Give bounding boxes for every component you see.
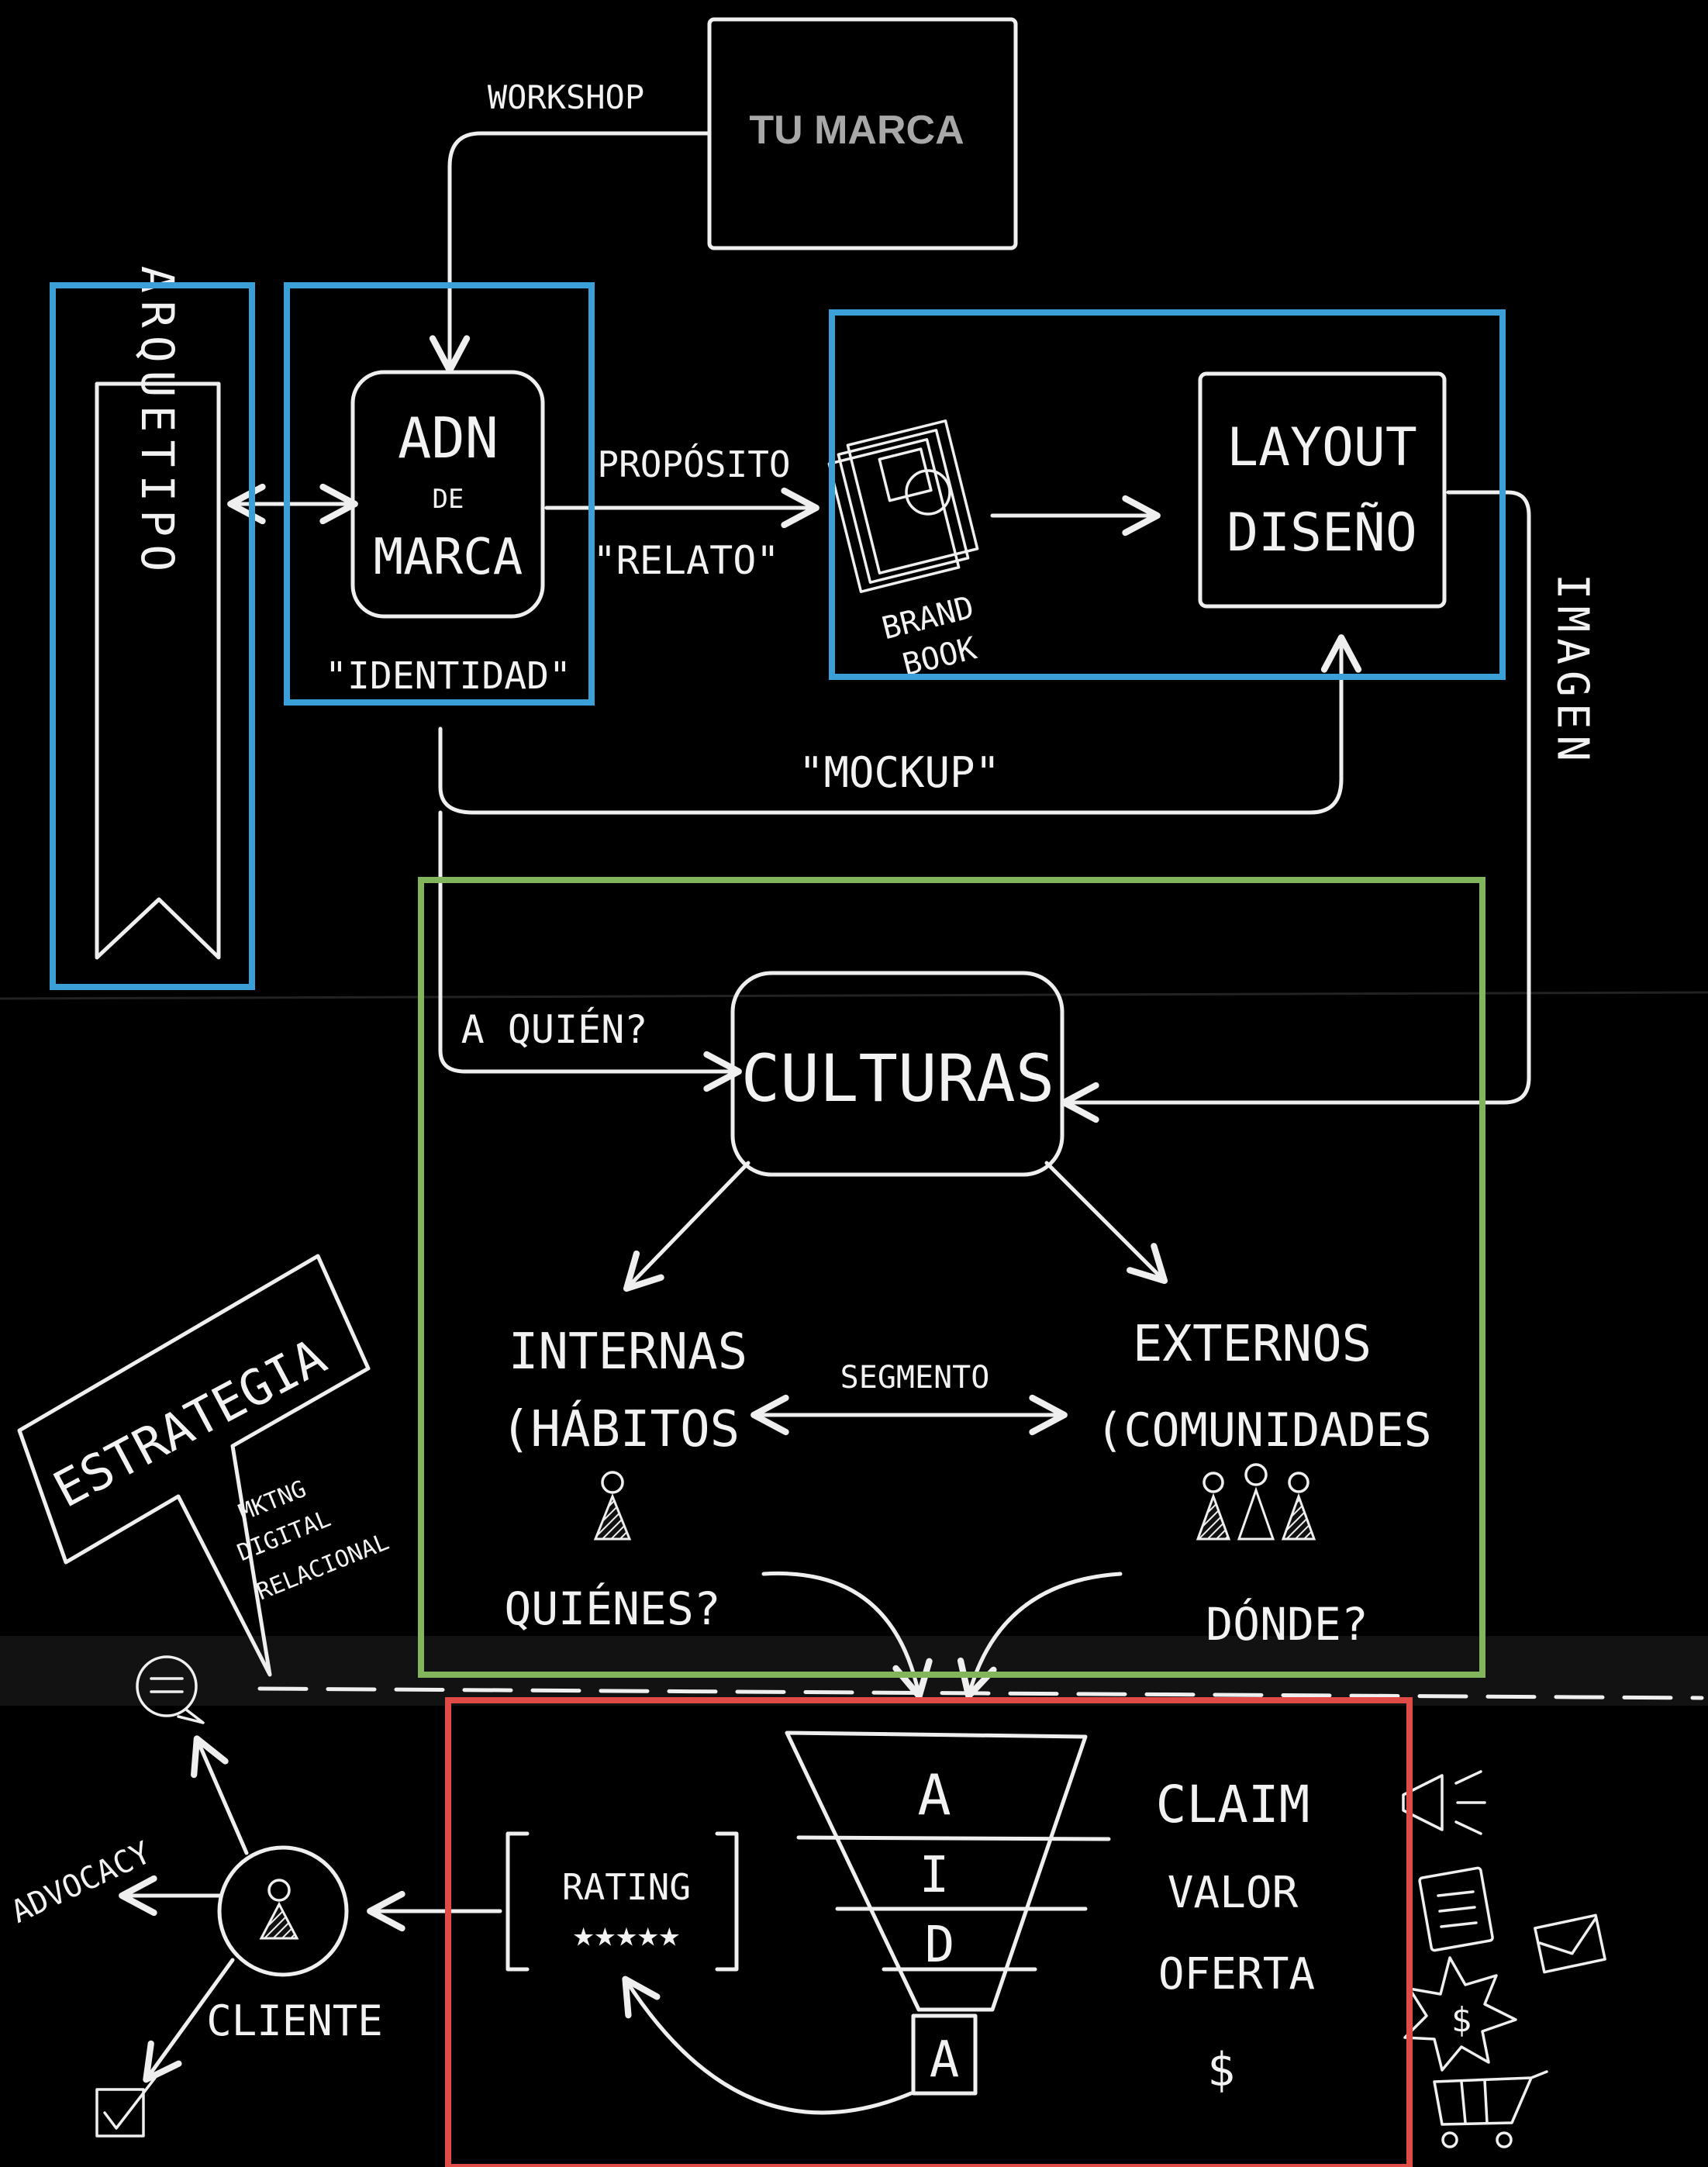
mockup-arrow	[438, 634, 1362, 815]
relato-label: "RELATO"	[593, 538, 780, 583]
price-burst-icon: $	[1403, 1956, 1517, 2072]
aida-a1: A	[917, 1762, 951, 1827]
envelope-icon	[1534, 1913, 1606, 1974]
adn-de-marca-box	[350, 370, 545, 619]
chalk-smudge	[0, 1636, 1708, 1706]
layout-line2: DISEÑO	[1227, 502, 1417, 564]
shopping-cart-icon	[1433, 2070, 1548, 2148]
identidad-label: "IDENTIDAD"	[325, 654, 571, 698]
internas-line1: INTERNAS	[509, 1323, 747, 1381]
cliente-check-arrow	[143, 1958, 235, 2083]
mockup-label: "MOCKUP"	[799, 748, 1000, 797]
funnel-divider-1	[796, 1835, 1111, 1841]
highlight-adn-de-marca	[284, 282, 595, 706]
arquetipo-label: ARQUETIPO	[131, 266, 184, 579]
adn-label-line2: DE	[433, 484, 464, 515]
layout-diseno-box	[1198, 371, 1447, 609]
culturas-label: CULTURAS	[741, 1040, 1055, 1116]
culturas-box	[730, 971, 1064, 1177]
people-group-icon	[1196, 1463, 1316, 1541]
imagen-label: IMAGEN	[1548, 574, 1598, 768]
highlight-conversion	[445, 1697, 1413, 2167]
proposito-label: PROPÓSITO	[597, 443, 790, 485]
workshop-label: WORKSHOP	[488, 78, 644, 116]
cliente-circle	[217, 1845, 349, 1977]
highlight-arquetipo	[50, 282, 255, 990]
advocacy-label: ADVOCACY	[5, 1835, 156, 1931]
externos-line2: (COMUNIDADES	[1096, 1403, 1431, 1458]
person-icon	[593, 1471, 632, 1541]
a-quien-arrow	[438, 810, 742, 1092]
cliente-chat-arrow	[191, 1735, 249, 1855]
document-icon	[1418, 1866, 1494, 1952]
svg-text:$: $	[1451, 2000, 1472, 2040]
cliente-person-icon	[259, 1879, 299, 1940]
funnel-rating-curve	[622, 1975, 913, 2115]
rating-bracket-right	[715, 1831, 739, 1972]
highlight-culturas	[418, 877, 1485, 1678]
internas-funnel-curve	[761, 1571, 933, 1699]
oferta-label: OFERTA	[1158, 1949, 1315, 2000]
layout-line1: LAYOUT	[1227, 417, 1417, 478]
culturas-externos-arrow	[1044, 1161, 1168, 1285]
rating-stars: ★★★★★	[573, 1913, 680, 1955]
rating-bracket-left	[505, 1831, 530, 1972]
workshop-arrow	[429, 131, 712, 374]
aida-d: D	[925, 1917, 955, 1974]
checkbox-icon	[95, 2076, 157, 2138]
aida-i: I	[920, 1847, 950, 1904]
tu-marca-label: TU MARCA	[749, 108, 964, 153]
brand-book-icon	[827, 419, 979, 593]
megaphone-icon	[1402, 1770, 1486, 1835]
chat-bubble-icon	[136, 1655, 205, 1724]
aida-a2: A	[930, 2031, 960, 2089]
culturas-internas-arrow	[623, 1161, 750, 1292]
adn-label-line1: ADN	[398, 405, 499, 471]
highlight-brand-book-layout	[829, 309, 1506, 680]
valor-label: VALOR	[1168, 1868, 1299, 1918]
fold-line	[0, 991, 1708, 1000]
cliente-label: CLIENTE	[206, 1996, 383, 2045]
externos-line1: EXTERNOS	[1133, 1316, 1372, 1373]
adn-label-line3: MARCA	[374, 529, 523, 586]
aida-funnel	[785, 1730, 1088, 2012]
arquetipo-banner	[95, 381, 221, 960]
claim-label: CLAIM	[1156, 1775, 1310, 1834]
externos-funnel-curve	[957, 1572, 1123, 1699]
imagen-arrow	[1061, 490, 1531, 1123]
donde-label: DÓNDE?	[1206, 1597, 1368, 1651]
funnel-action-box	[911, 2013, 978, 2096]
internas-line2: (HÁBITOS	[501, 1399, 740, 1458]
dollar-label: $	[1207, 2043, 1235, 2097]
a-quien-label: A QUIÉN?	[461, 1006, 648, 1052]
segmento-label: SEGMENTO	[840, 1360, 990, 1396]
quienes-label: QUIÉNES?	[504, 1582, 720, 1635]
ground-dashed-line	[257, 1686, 1704, 1700]
estrategia-sign	[17, 1254, 371, 1677]
rating-label: RATING	[562, 1866, 691, 1908]
